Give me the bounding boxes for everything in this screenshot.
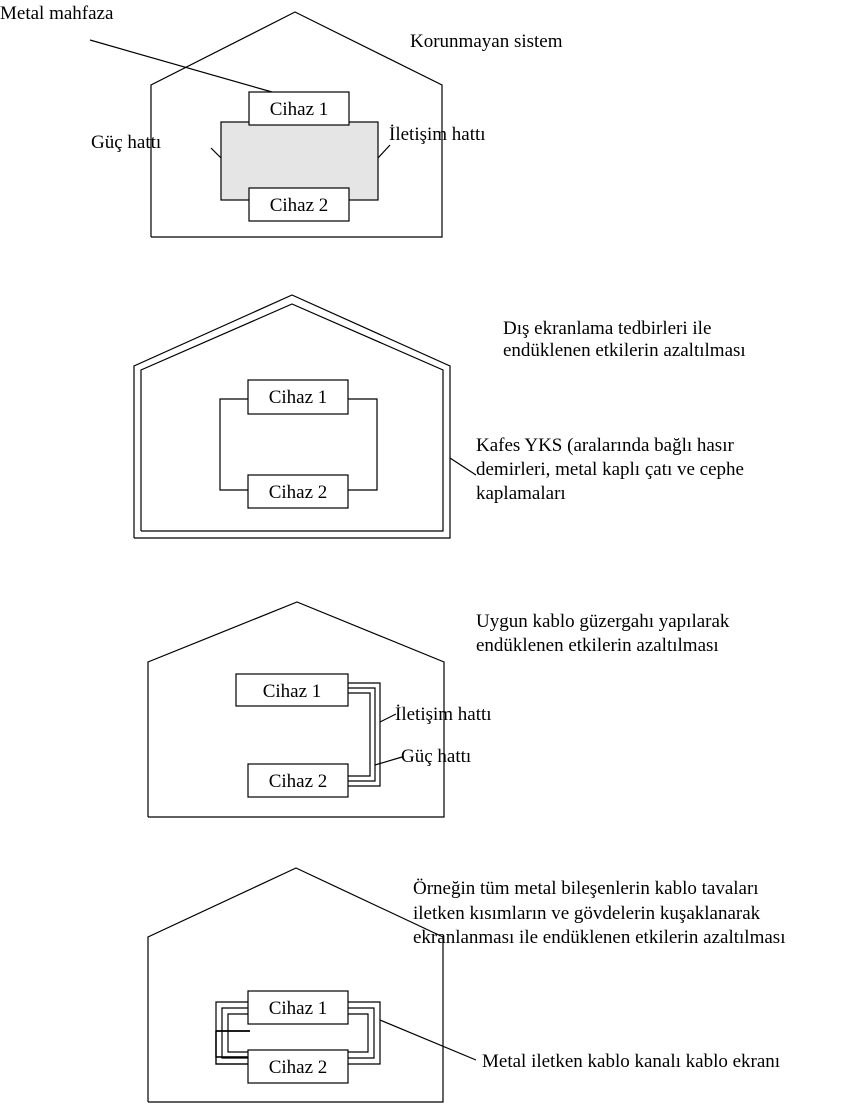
duct-leader-line xyxy=(379,1019,477,1061)
caption-line-2: endüklenen etkilerin azaltılması xyxy=(476,635,719,656)
comm-line-label: İletişim hattı xyxy=(389,124,486,145)
comm-line-leader xyxy=(379,713,397,723)
cable-route-outer xyxy=(348,682,381,787)
device-2-label: Cihaz 2 xyxy=(270,195,329,216)
panel-external-shielding: Cihaz 1 Cihaz 2 Dış ekranlama tedbirleri… xyxy=(133,294,746,539)
duct-rail-left-3 xyxy=(227,1013,250,1053)
device-2-label: Cihaz 2 xyxy=(269,482,328,503)
device-1-box xyxy=(247,990,349,1025)
device-1-box xyxy=(247,379,349,415)
device-2-box xyxy=(247,763,349,798)
device-1-label: Cihaz 1 xyxy=(263,681,322,702)
system-label: Korunmayan sistem xyxy=(410,31,563,52)
panel-unprotected-system: Metal mahfaza Korunmayan sistem Cihaz 1 … xyxy=(0,3,563,238)
duct-rail-right-1 xyxy=(348,1001,381,1065)
building-outline xyxy=(147,867,444,1103)
caption-line-2: endüklenen etkilerin azaltılması xyxy=(503,340,746,361)
duct-rail-left-2 xyxy=(221,1007,250,1059)
duct-rail-right-3 xyxy=(348,1013,369,1053)
comm-line-label: İletişim hattı xyxy=(395,704,492,725)
device-1-label: Cihaz 1 xyxy=(270,99,329,120)
grid-line-1: Kafes YKS (aralarında bağlı hasır xyxy=(476,435,734,456)
device-2-box xyxy=(247,474,349,509)
caption-line-1: Dış ekranlama tedbirleri ile xyxy=(503,318,711,339)
building-outline-outer xyxy=(133,294,451,539)
device-1-box xyxy=(235,673,349,707)
grid-line-3: kaplamaları xyxy=(476,483,566,504)
enclosure-leader-line xyxy=(89,39,273,93)
power-line-label: Güç hattı xyxy=(91,132,161,153)
caption-line-3: ekranlanması ile endüklenen etkilerin az… xyxy=(413,927,785,948)
building-outline-inner xyxy=(140,303,444,532)
grid-line-2: demirleri, metal kaplı çatı ve cephe xyxy=(476,459,744,480)
device-1-label: Cihaz 1 xyxy=(269,998,328,1019)
cable-loop-right xyxy=(348,398,378,491)
panel-metal-cable-duct: Cihaz 1 Cihaz 2 Örneğin tüm metal bileşe… xyxy=(147,867,785,1103)
duct-rail-right-2 xyxy=(348,1007,375,1059)
device-2-box xyxy=(248,187,350,222)
power-line-label: Güç hattı xyxy=(401,746,471,767)
caption-line-1: Uygun kablo güzergahı yapılarak xyxy=(476,611,730,632)
grid-leader-line xyxy=(449,457,477,476)
cable-route-middle xyxy=(348,687,376,782)
device-2-label: Cihaz 2 xyxy=(269,771,328,792)
cable-loop xyxy=(219,398,248,491)
device-2-label: Cihaz 2 xyxy=(269,1057,328,1078)
cable-route-inner xyxy=(348,692,371,777)
building-outline xyxy=(147,601,445,818)
duct-mask-left xyxy=(229,1032,248,1050)
power-line-leader xyxy=(210,147,222,159)
enclosure-label: Metal mahfaza xyxy=(0,3,114,24)
caption-line-1: Örneğin tüm metal bileşenlerin kablo tav… xyxy=(413,878,759,899)
power-line-leader xyxy=(374,756,403,766)
building-outline xyxy=(150,11,443,238)
device-1-box xyxy=(248,91,350,126)
device-1-label: Cihaz 1 xyxy=(269,387,328,408)
duct-label: Metal iletken kablo kanalı kablo ekranı xyxy=(482,1051,780,1072)
panel-cable-routing: Cihaz 1 Cihaz 2 Uygun kablo güzergahı ya… xyxy=(147,601,730,818)
device-2-box xyxy=(247,1049,349,1084)
comm-line-leader xyxy=(377,144,391,159)
caption-line-2: iletken kısımların ve gövdelerin kuşakla… xyxy=(413,903,761,924)
duct-rail-left-1 xyxy=(215,1001,250,1065)
